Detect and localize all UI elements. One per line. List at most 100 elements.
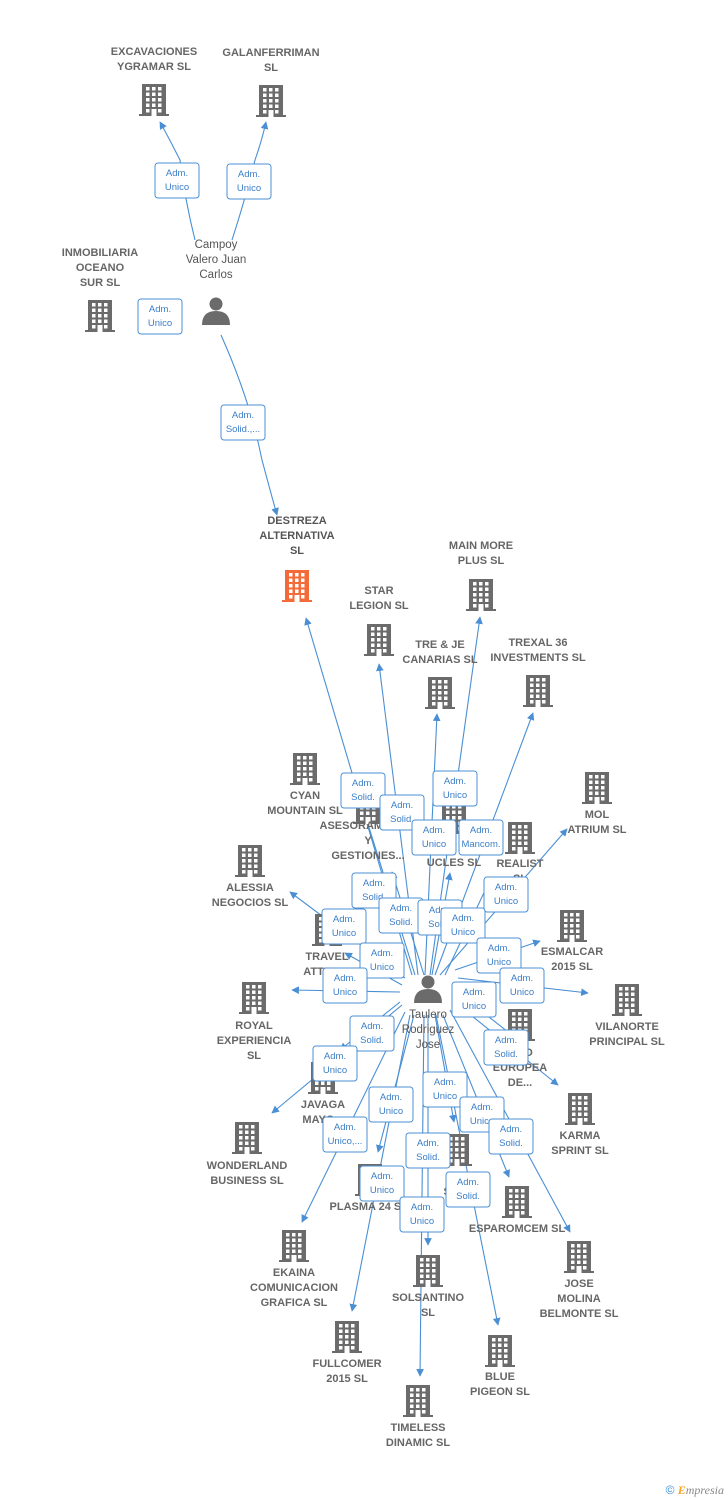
role-badge[interactable]: Adm.Unico (399, 1196, 445, 1233)
role-badge[interactable]: Adm.Unico (411, 819, 457, 856)
role-text: Adm. (429, 905, 451, 916)
node-label-line: SL (421, 1307, 435, 1319)
role-badge[interactable]: Adm.Unico,... (322, 1116, 368, 1153)
role-text: Adm. (380, 1092, 402, 1103)
role-badge[interactable]: Adm.Unico (451, 981, 497, 1018)
role-text: Solid. (416, 1152, 440, 1163)
company-node-realist[interactable]: REALISTSL (496, 822, 544, 885)
role-badge[interactable]: Adm.Unico (154, 162, 200, 199)
role-text: Adm. (444, 776, 466, 787)
node-label-line: Campoy (195, 239, 238, 251)
role-text: Solid. (428, 919, 452, 930)
role-text: Adm. (500, 1124, 522, 1135)
company-node-esparomcem[interactable]: ESPAROMCEM SL (469, 1186, 566, 1235)
role-badge[interactable]: Adm.Solid. (378, 897, 424, 934)
role-text: Adm. (371, 1171, 393, 1182)
role-badge[interactable]: Adm.Unico (137, 298, 183, 335)
building-icon (239, 982, 269, 1014)
role-text: Adm. (166, 168, 188, 179)
role-badge[interactable]: Adm.Solid. (445, 1171, 491, 1208)
node-label-line: DE... (508, 1077, 532, 1089)
node-label-line: INMOBILIARIA (62, 247, 138, 259)
node-label-line: ATRIUM SL (567, 824, 626, 836)
role-badge[interactable]: Adm. Solid. (483, 1029, 529, 1066)
role-text: Unico (333, 987, 357, 998)
node-label-line: EKAINA (273, 1267, 315, 1279)
node-label-line: OCEANO (76, 262, 125, 274)
edge-campoy-to-destreza (220, 334, 279, 516)
node-label-line: 2015 SL (551, 961, 593, 973)
role-badge[interactable]: Adm.Unico (368, 1086, 414, 1123)
copyright-notice[interactable]: © Empresia (666, 1483, 724, 1498)
role-badge[interactable]: Adm.Unico (359, 942, 405, 979)
role-badge[interactable]: Adm.Unico (312, 1045, 358, 1082)
role-badge[interactable]: Adm.Unico (422, 1071, 468, 1108)
role-badge[interactable]: Adm.Solid. (349, 1015, 395, 1052)
building-icon (582, 772, 612, 804)
role-badge[interactable]: Adm.Unico (226, 163, 272, 200)
node-label-line: PIGEON SL (470, 1386, 530, 1398)
role-text: Mancom. (461, 839, 500, 850)
role-badge[interactable]: Adm.Mancom. (458, 819, 504, 856)
role-badge[interactable]: Adm.Unico (321, 908, 367, 945)
node-label-line: BUSINESS SL (210, 1175, 284, 1187)
role-text: Solid. (494, 1049, 518, 1060)
role-text: Adm. (423, 825, 445, 836)
building-icon (565, 1093, 595, 1125)
building-icon (502, 1186, 532, 1218)
node-label-line: DESTREZA (267, 515, 326, 527)
role-badge[interactable]: Adm.Unico (359, 1165, 405, 1202)
building-icon (564, 1241, 594, 1273)
role-text: Unico (451, 927, 475, 938)
role-text: Adm. (495, 1035, 517, 1046)
role-badge[interactable]: Adm.Solid. (488, 1118, 534, 1155)
role-badge[interactable]: Adm.Unico (499, 967, 545, 1004)
role-badge[interactable]: Adm. Solid. (405, 1132, 451, 1169)
role-badge[interactable]: Adm.Solid.,... (220, 404, 266, 441)
role-badge[interactable]: Adm.Unico (476, 937, 522, 974)
building-icon (403, 1385, 433, 1417)
role-badge[interactable]: Adm.Unico (432, 770, 478, 807)
role-badge[interactable]: Adm.Solid. (340, 772, 386, 809)
role-badge[interactable]: Adm.Unico (322, 967, 368, 1004)
node-label-line: GESTIONES... (331, 850, 404, 862)
node-label-line: FULLCOMER (312, 1358, 381, 1370)
role-text: Adm. (391, 800, 413, 811)
role-text: Adm. (411, 1202, 433, 1213)
role-badge[interactable]: Adm.Unico (483, 876, 529, 913)
role-badge[interactable]: Adm.Unico (440, 907, 486, 944)
building-icon (282, 570, 312, 602)
node-label-line: BELMONTE SL (540, 1308, 619, 1320)
node-label-line: UCLES SL (427, 857, 482, 869)
node-label-line: GRAFICA SL (261, 1297, 328, 1309)
role-text: Adm. (417, 1138, 439, 1149)
node-label-line: TRAVEL (305, 951, 348, 963)
role-text: Adm. (232, 410, 254, 421)
building-icon (139, 84, 169, 116)
role-text: Solid. (390, 814, 414, 825)
